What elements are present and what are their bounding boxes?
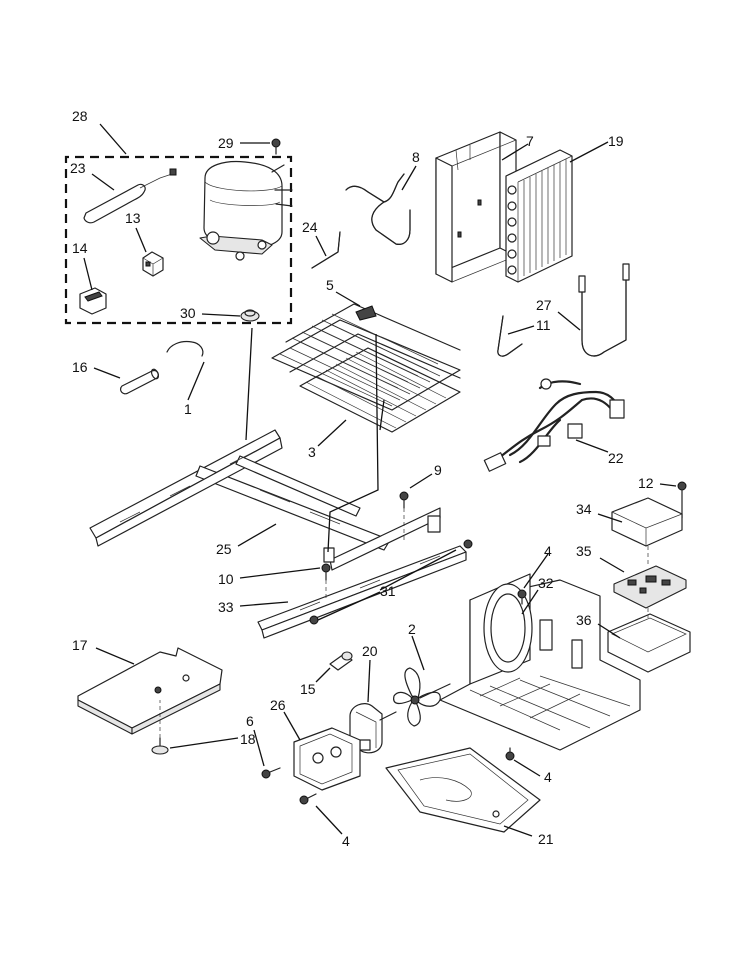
callout-33: 33 <box>218 599 234 615</box>
callout-22: 22 <box>608 450 624 466</box>
callout-30: 30 <box>180 305 196 321</box>
screw-31b[interactable] <box>309 615 319 625</box>
screw-4c[interactable] <box>299 793 317 805</box>
rail-33[interactable] <box>257 545 467 639</box>
callout-3: 3 <box>308 444 316 460</box>
condenser-tube-8[interactable] <box>345 173 411 245</box>
compressor[interactable] <box>199 160 293 261</box>
grommet-18[interactable] <box>151 700 169 755</box>
overload-relay[interactable] <box>83 168 177 224</box>
tube-11[interactable] <box>497 315 523 357</box>
condenser[interactable] <box>505 149 573 283</box>
base-frame[interactable] <box>89 429 441 571</box>
wire-racks[interactable] <box>271 303 461 433</box>
callout-13: 13 <box>125 210 141 226</box>
fan-bracket[interactable] <box>439 573 641 751</box>
callout-16: 16 <box>72 359 88 375</box>
callout-10: 10 <box>218 571 234 587</box>
callout-18: 18 <box>240 731 256 747</box>
callout-26: 26 <box>270 697 286 713</box>
callout-12: 12 <box>638 475 654 491</box>
drain-tube[interactable] <box>119 368 160 395</box>
callout-4-bottom: 4 <box>342 833 350 849</box>
screw-29[interactable] <box>271 138 281 155</box>
callout-6: 6 <box>246 713 254 729</box>
wire-clip-1[interactable] <box>166 340 204 357</box>
grommet-30[interactable] <box>240 309 260 322</box>
callout-15: 15 <box>300 681 316 697</box>
screw-4a[interactable] <box>517 589 527 605</box>
callout-24: 24 <box>302 219 318 235</box>
start-device[interactable] <box>142 251 164 277</box>
callout-14: 14 <box>72 240 88 256</box>
callout-31: 31 <box>380 583 396 599</box>
control-box[interactable] <box>607 613 691 673</box>
control-cover[interactable] <box>611 497 683 547</box>
callout-25: 25 <box>216 541 232 557</box>
callout-5: 5 <box>326 277 334 293</box>
callout-34: 34 <box>576 501 592 517</box>
fan-blade[interactable] <box>393 667 451 727</box>
callout-4-right: 4 <box>544 769 552 785</box>
callout-1: 1 <box>184 401 192 417</box>
callout-23: 23 <box>70 160 86 176</box>
callout-29: 29 <box>218 135 234 151</box>
compressor-kit-box <box>64 155 293 325</box>
callout-21: 21 <box>538 831 554 847</box>
tube-27[interactable] <box>578 263 630 357</box>
callout-32: 32 <box>538 575 554 591</box>
wire-harness[interactable] <box>483 378 625 472</box>
callout-2: 2 <box>408 621 416 637</box>
condenser-cover[interactable] <box>435 131 517 283</box>
callout-8: 8 <box>412 149 420 165</box>
callout-20: 20 <box>362 643 378 659</box>
motor-grommet-15[interactable] <box>329 651 353 671</box>
control-board[interactable] <box>613 565 687 609</box>
screw-4b[interactable] <box>505 747 515 761</box>
callout-19: 19 <box>608 133 624 149</box>
callout-35: 35 <box>576 543 592 559</box>
callout-7: 7 <box>526 133 534 149</box>
tube-24[interactable] <box>311 231 341 269</box>
callout-27: 27 <box>536 297 552 313</box>
drain-pan[interactable] <box>385 747 541 833</box>
callout-11: 11 <box>536 317 551 333</box>
screw-12[interactable] <box>677 481 687 519</box>
callout-28: 28 <box>72 108 88 124</box>
motor-bracket[interactable] <box>293 727 361 791</box>
insulation-panel[interactable] <box>77 647 223 735</box>
screw-9[interactable] <box>399 491 409 509</box>
callout-9: 9 <box>434 462 442 478</box>
screw-6[interactable] <box>261 767 281 779</box>
cover-clip[interactable] <box>79 287 107 315</box>
screw-31a[interactable] <box>463 539 473 549</box>
leader-lines <box>83 123 677 837</box>
part-connector-lines <box>245 327 385 553</box>
callout-36: 36 <box>576 612 592 628</box>
screw-10[interactable] <box>321 563 331 581</box>
callout-17: 17 <box>72 637 88 653</box>
callout-4-top: 4 <box>544 543 552 559</box>
